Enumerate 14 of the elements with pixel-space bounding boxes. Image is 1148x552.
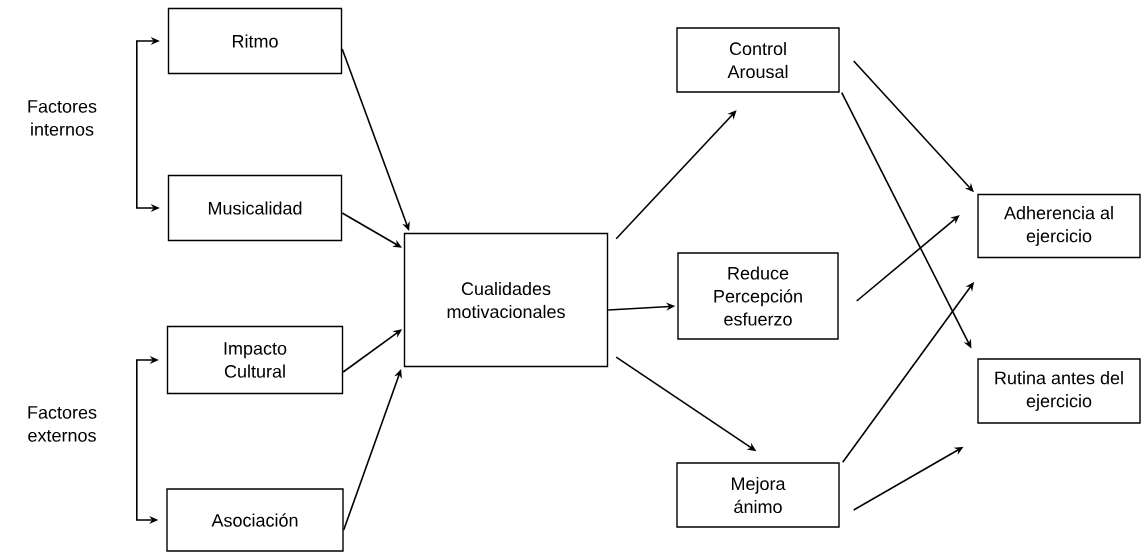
process-box: Rutina antes del ejercicio [977,358,1141,424]
process-box: Impacto Cultural [166,325,344,395]
arrow [855,215,960,302]
arrow [615,110,737,240]
process-box: Adherencia al ejercicio [977,193,1141,259]
process-box: Mejora ánimo [676,462,840,528]
process-box: Musicalidad [167,174,343,242]
process-box: Ritmo [167,7,343,75]
process-box: Reduce Percepción esfuerzo [677,252,839,340]
process-box: Asociación [166,488,344,552]
group-label: Factores internos [28,100,97,136]
group-label: Factores externos [28,406,97,442]
process-box: Control Arousal [676,27,840,93]
process-box: Cualidades motivacionales [403,232,609,368]
